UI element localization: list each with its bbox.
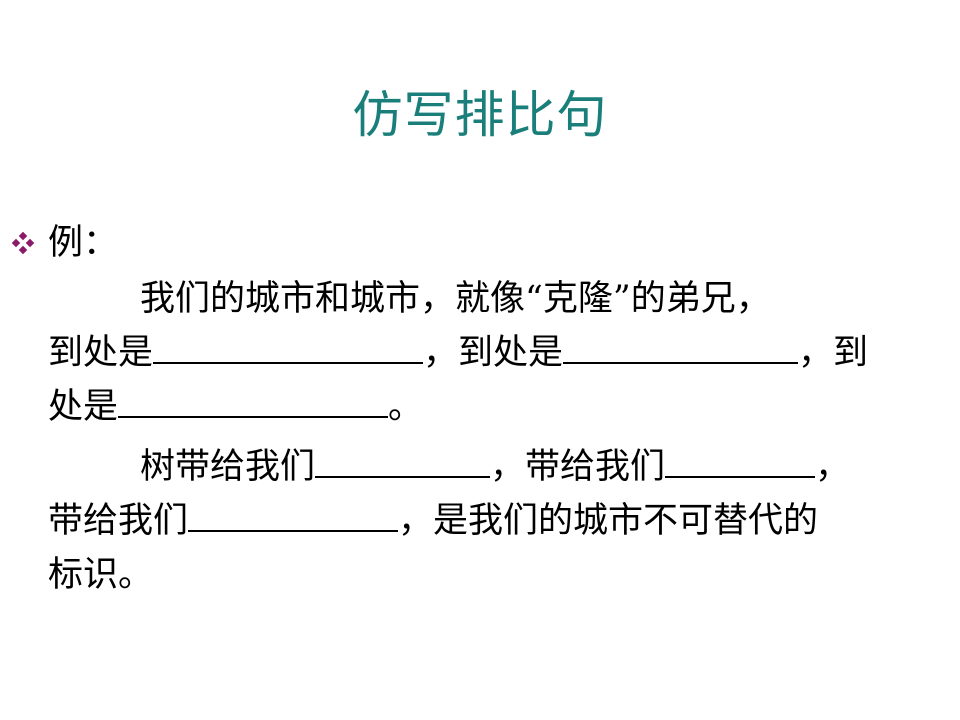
slide-title: 仿写排比句 xyxy=(352,86,608,144)
paragraph1-text: 。 xyxy=(388,387,424,427)
paragraph2-line1: 树带给我们 ，带给我们 ， xyxy=(140,442,850,492)
fill-blank[interactable] xyxy=(118,386,389,418)
paragraph2-line3: 标识。 xyxy=(48,555,154,595)
paragraph1-text: ，到 xyxy=(798,333,869,373)
paragraph2-line2: 带给我们 ，是我们的城市不可替代的 xyxy=(48,496,818,546)
paragraph2-text: ，带给我们 xyxy=(490,447,666,487)
bullet-label: 例： xyxy=(48,223,119,263)
diamond-cluster-icon xyxy=(12,232,34,254)
fill-blank[interactable] xyxy=(315,446,491,478)
fill-blank[interactable] xyxy=(188,500,399,532)
paragraph1-text: ，到处是 xyxy=(423,333,564,373)
paragraph1-text: 到处是 xyxy=(48,333,154,373)
paragraph1-text: 处是 xyxy=(48,387,119,427)
fill-blank[interactable] xyxy=(563,332,799,364)
paragraph2-text: ， xyxy=(815,447,851,487)
paragraph1-line3: 处是 。 xyxy=(48,382,423,432)
paragraph1-line1: 我们的城市和城市，就像“克隆”的弟兄， xyxy=(140,279,771,319)
paragraph2-text: 带给我们 xyxy=(48,501,189,541)
paragraph2-text: 树带给我们 xyxy=(140,447,316,487)
fill-blank[interactable] xyxy=(665,446,816,478)
paragraph1-line2: 到处是 ，到处是 ，到 xyxy=(48,328,868,378)
paragraph2-text: ，是我们的城市不可替代的 xyxy=(398,501,819,541)
fill-blank[interactable] xyxy=(153,332,424,364)
